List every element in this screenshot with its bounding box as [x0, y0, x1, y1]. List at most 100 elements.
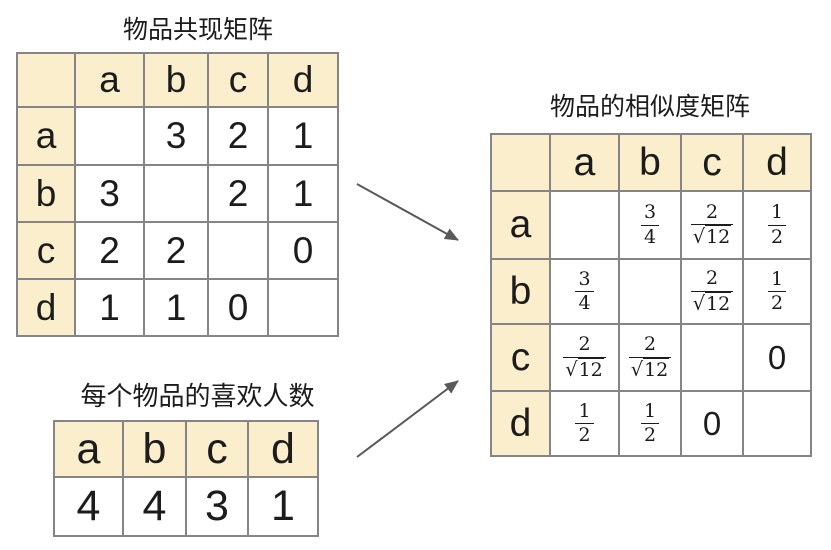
value-cell	[267, 278, 339, 337]
numerator: 1	[578, 399, 591, 422]
col-header-c: c	[185, 420, 249, 478]
table-row: a 3 2 1	[16, 106, 339, 166]
header-row: a b c d	[53, 420, 319, 478]
matrix-cell-zero: 0	[742, 323, 812, 392]
radicand: 12	[643, 357, 670, 381]
numerator: 2	[578, 333, 591, 356]
value-cell: 4	[53, 476, 124, 537]
row-header-c: c	[490, 323, 551, 392]
value-cell: 1	[74, 278, 145, 337]
fraction-bar	[690, 290, 734, 292]
table-row: b 3 2 1	[16, 164, 339, 223]
value-cell: 3	[74, 164, 145, 223]
cooccurrence-table: a b c d a 3 2 1 b 3 2 1 c 2 2 0 d 1 1 0	[16, 52, 339, 337]
fraction-bar	[563, 356, 606, 358]
row-header-b: b	[16, 164, 76, 223]
value-cell: 1	[247, 476, 319, 537]
row-header-d: d	[16, 278, 76, 337]
col-header-a: a	[53, 420, 124, 478]
fraction: 2√12	[563, 333, 606, 381]
matrix-cell-empty	[549, 190, 620, 260]
cooccurrence-title: 物品共现矩阵	[122, 16, 273, 44]
likes-title: 每个物品的喜欢人数	[80, 381, 315, 411]
arrow-cooccurrence-to-similarity	[356, 183, 459, 241]
fraction-bar	[628, 356, 672, 358]
denominator: √12	[629, 357, 672, 381]
numerator: 2	[705, 267, 719, 290]
matrix-cell-fraction: 2√12	[680, 258, 744, 325]
header-row: a b c d	[490, 133, 812, 192]
matrix-cell-empty	[680, 323, 744, 392]
denominator: 2	[578, 424, 591, 446]
numerator: 2	[705, 200, 719, 223]
radicand: 12	[577, 357, 604, 381]
radicand: 12	[705, 225, 732, 248]
col-header-c: c	[207, 52, 269, 108]
col-header-c: c	[680, 133, 744, 192]
fraction-bar	[640, 423, 660, 424]
value-cell: 1	[267, 106, 339, 166]
numerator: 1	[643, 399, 657, 422]
fraction: 2√12	[690, 200, 734, 249]
value-cell: 1	[143, 278, 209, 337]
numerator: 1	[770, 267, 784, 290]
fraction-bar	[767, 224, 787, 226]
matrix-cell-empty	[618, 258, 682, 325]
numerator: 2	[643, 333, 657, 356]
value-cell	[143, 164, 209, 223]
row-header-a: a	[16, 106, 76, 166]
col-header-a: a	[74, 52, 145, 108]
value-cell: 3	[143, 106, 209, 166]
value-cell: 3	[185, 476, 249, 537]
value-cell: 0	[207, 278, 269, 337]
denominator: √12	[691, 291, 734, 315]
corner-cell	[490, 133, 551, 192]
radical-sign: √	[565, 357, 578, 381]
radicand: 12	[705, 291, 732, 315]
row-header-c: c	[16, 221, 76, 280]
fraction-bar	[575, 423, 594, 424]
numerator: 3	[643, 201, 657, 224]
fraction: 2√12	[628, 333, 672, 381]
matrix-cell-fraction: 2√12	[680, 190, 744, 260]
radical-sign: √	[630, 357, 644, 381]
numerator: 1	[770, 201, 784, 224]
col-header-d: d	[742, 133, 812, 192]
denominator: 4	[578, 292, 591, 314]
value-cell: 1	[267, 164, 339, 223]
corner-cell	[16, 52, 76, 108]
fraction-bar	[640, 224, 660, 226]
row-header-a: a	[490, 190, 551, 260]
denominator: √12	[691, 225, 734, 248]
table-row: c 2 2 0	[16, 221, 339, 280]
matrix-cell-fraction: 2√12	[618, 323, 682, 392]
value-cell: 2	[207, 106, 269, 166]
header-row: a b c d	[16, 52, 339, 108]
table-row: c 2√12 2√12 0	[490, 323, 812, 392]
col-header-a: a	[549, 133, 620, 192]
matrix-cell-fraction: 2√12	[549, 323, 620, 392]
denominator: 4	[643, 225, 657, 248]
fraction: 2√12	[690, 267, 734, 315]
col-header-d: d	[247, 420, 319, 478]
value-cell: 2	[207, 164, 269, 223]
value-cell: 4	[122, 476, 187, 537]
col-header-d: d	[267, 52, 339, 108]
value-cell: 0	[267, 221, 339, 280]
similarity-title: 物品的相似度矩阵	[549, 93, 750, 121]
col-header-b: b	[618, 133, 682, 192]
denominator: 2	[770, 292, 784, 314]
likes-table: a b c d 4 4 3 1	[53, 420, 319, 537]
